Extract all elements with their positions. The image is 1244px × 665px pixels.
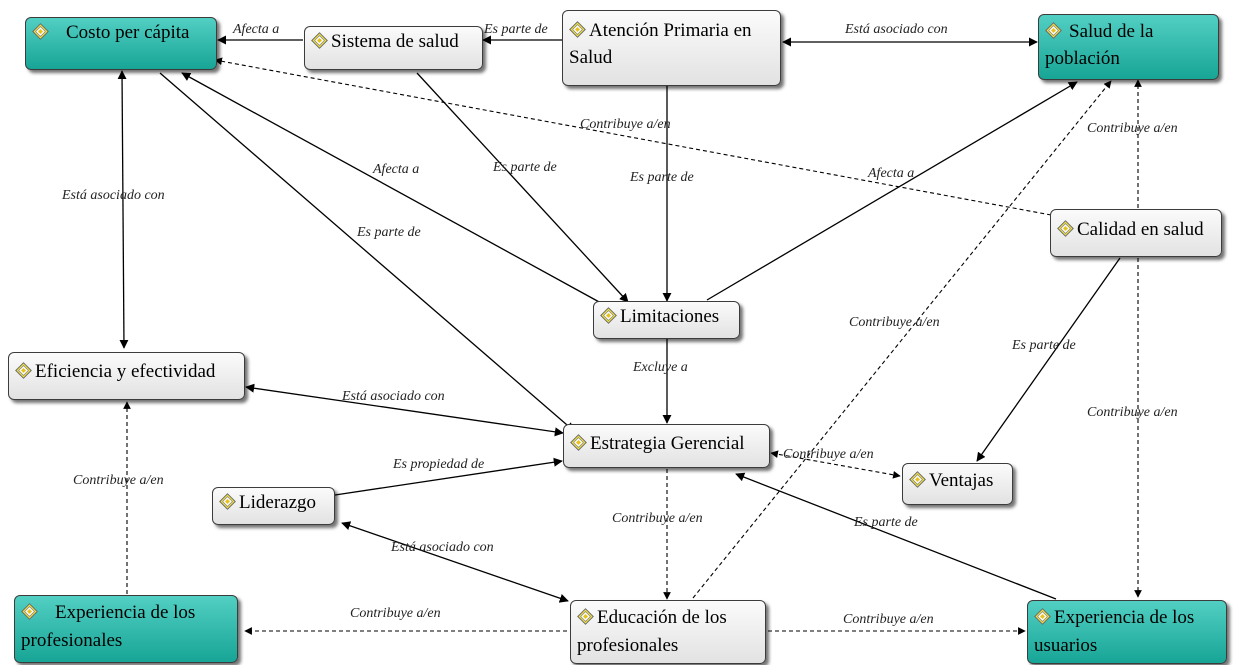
- edge-label: Es propiedad de: [393, 457, 485, 472]
- edge-label: Afecta a: [868, 166, 915, 181]
- concept-educacion-de-los-profesionales[interactable]: Educación de los profesionales: [570, 600, 766, 664]
- concept-label: Experiencia de los profesionales: [21, 602, 196, 651]
- edge-label: Contribuye a/en: [580, 117, 671, 132]
- concept-icon: [32, 23, 49, 40]
- edge-ventajas-estrategia: [770, 450, 901, 479]
- edge-calidad-costo: [214, 57, 1052, 216]
- edge-usuarios-estrategia: [735, 472, 1057, 600]
- edge-label: Es parte de: [493, 160, 557, 175]
- concept-liderazgo[interactable]: Liderazgo: [212, 487, 335, 525]
- edge-liderazgo-estrategia: [334, 457, 563, 496]
- edge-label: Contribuye a/en: [73, 473, 164, 488]
- edge-label: Es parte de: [630, 170, 694, 185]
- concept-label: Educación de los profesionales: [577, 607, 727, 656]
- edge-costo-estrategia: [159, 72, 575, 432]
- edge-label: Contribuye a/en: [1087, 121, 1178, 136]
- edge-calidad-ventajas: [976, 257, 1121, 462]
- concept-icon: [909, 471, 926, 488]
- edge-label: Contribuye a/en: [843, 612, 934, 627]
- concept-atencion-primaria[interactable]: Atención Primaria en Salud: [562, 10, 781, 86]
- concept-experiencia-de-los-usuarios[interactable]: Experiencia de los usuarios: [1027, 600, 1227, 664]
- edge-label: Está asociado con: [845, 22, 948, 37]
- concept-label: Liderazgo: [239, 492, 317, 513]
- concept-sistema-de-salud[interactable]: Sistema de salud: [304, 26, 483, 70]
- edge-costo-eficiencia: [117, 70, 129, 349]
- edge-label: Es parte de: [854, 515, 918, 530]
- concept-ventajas[interactable]: Ventajas: [902, 463, 1013, 505]
- edge-label: Afecta a: [373, 162, 420, 177]
- concept-eficiencia-y-efectividad[interactable]: Eficiencia y efectividad: [8, 352, 245, 400]
- concept-label: Costo per cápita: [66, 22, 190, 43]
- edge-label: Es parte de: [357, 225, 421, 240]
- concept-costo-per-capita[interactable]: Costo per cápita: [25, 17, 217, 70]
- concept-icon: [311, 32, 328, 49]
- concept-label: Atención Primaria en Salud: [569, 20, 752, 68]
- concept-label: Eficiencia y efectividad: [35, 361, 216, 382]
- edge-liderazgo-educ: [341, 521, 569, 603]
- concept-estrategia-gerencial[interactable]: Estrategia Gerencial: [563, 424, 770, 468]
- concept-label: Ventajas: [929, 470, 994, 491]
- concept-label: Limitaciones: [620, 306, 720, 327]
- concept-label: Sistema de salud: [331, 31, 459, 52]
- edge-label: Está asociado con: [342, 389, 445, 404]
- edge-label: Es parte de: [1012, 338, 1076, 353]
- concept-label: Calidad en salud: [1077, 219, 1204, 240]
- concept-icon: [21, 603, 38, 620]
- edge-label: Contribuye a/en: [350, 606, 441, 621]
- concept-limitaciones[interactable]: Limitaciones: [593, 301, 740, 339]
- concept-salud-de-la-poblacion[interactable]: Salud de la población: [1038, 14, 1219, 80]
- concept-icon: [569, 21, 586, 38]
- edge-eficiencia-estrategia: [245, 383, 564, 437]
- concept-experiencia-de-los-profesionales[interactable]: Experiencia de los profesionales: [14, 595, 238, 663]
- concept-icon: [577, 608, 594, 625]
- concept-calidad-en-salud[interactable]: Calidad en salud: [1050, 209, 1222, 257]
- edge-label: Contribuye a/en: [783, 447, 874, 462]
- concept-icon: [1045, 22, 1062, 39]
- concept-icon: [219, 493, 236, 510]
- concept-icon: [600, 307, 617, 324]
- concept-label: Estrategia Gerencial: [590, 433, 745, 454]
- concept-icon: [570, 434, 587, 451]
- edge-label: Es parte de: [484, 22, 548, 37]
- concept-label: Salud de la población: [1045, 21, 1154, 69]
- concept-label: Experiencia de los usuarios: [1034, 607, 1195, 656]
- edge-label: Contribuye a/en: [849, 315, 940, 330]
- edge-sistema-limit: [416, 72, 629, 303]
- edge-educ-salud: [692, 80, 1112, 599]
- edge-label: Está asociado con: [391, 540, 494, 555]
- edge-label: Contribuye a/en: [1087, 405, 1178, 420]
- concept-icon: [15, 362, 32, 379]
- concept-icon: [1034, 608, 1051, 625]
- edge-limit-costo: [181, 72, 602, 304]
- edge-label: Está asociado con: [62, 188, 165, 203]
- edge-label: Contribuye a/en: [612, 511, 703, 526]
- edge-label: Afecta a: [233, 22, 280, 37]
- edge-label: Excluye a: [633, 360, 688, 375]
- concept-icon: [1057, 220, 1074, 237]
- edge-limit-salud: [706, 81, 1078, 301]
